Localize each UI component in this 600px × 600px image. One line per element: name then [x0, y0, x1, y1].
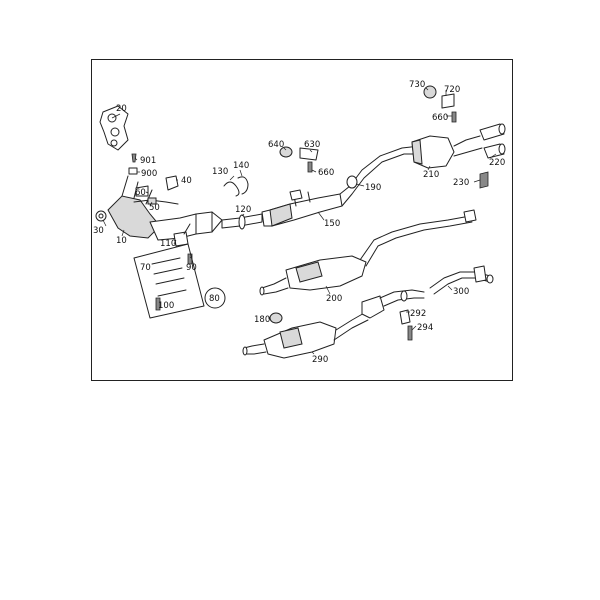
tailpipe-top [479, 123, 506, 141]
rear-section-200 [259, 209, 477, 296]
clamp-292 [399, 309, 411, 325]
clamp-60 [135, 185, 149, 197]
washer-30 [95, 210, 107, 222]
callout-901: 901 [140, 156, 156, 166]
hanger-130 [223, 181, 240, 197]
callout-90: 90 [186, 263, 197, 273]
callout-640: 640 [268, 140, 284, 150]
tailpipe-220 [483, 143, 506, 159]
callout-20: 20 [116, 104, 127, 114]
parts-kit-box [133, 243, 205, 319]
callout-50: 50 [149, 203, 160, 213]
oxygen-sensor-50 [133, 197, 179, 205]
bolt-660-b [451, 111, 457, 123]
callout-150: 150 [324, 219, 340, 229]
leader-lines [102, 87, 497, 355]
rear-muffler-210 [411, 135, 483, 169]
callout-70: 70 [140, 263, 151, 273]
bolt-660-a [307, 161, 313, 173]
callout-630: 630 [304, 140, 320, 150]
callout-900: 900 [141, 169, 157, 179]
callout-100: 100 [158, 301, 174, 311]
callout-210: 210 [423, 170, 439, 180]
callout-60: 60 [135, 188, 146, 198]
bracket-630 [299, 147, 319, 161]
callout-labels: 20 901 900 40 60 50 30 10 110 70 90 100 … [93, 80, 505, 365]
callout-292: 292 [410, 309, 426, 319]
callout-130: 130 [212, 167, 228, 177]
nut-900 [128, 167, 138, 175]
rear-section-290 [242, 289, 425, 359]
callout-80: 80 [209, 294, 220, 304]
callout-180: 180 [254, 315, 270, 325]
exhaust-manifold [107, 175, 263, 241]
intermediate-pipe-190 [339, 145, 421, 207]
rubber-mount-640 [279, 146, 293, 158]
bracket-720 [441, 93, 455, 109]
callout-40: 40 [181, 176, 192, 186]
callout-230: 230 [453, 178, 469, 188]
callout-290: 290 [312, 355, 328, 365]
callout-294: 294 [417, 323, 433, 333]
bolt-294 [407, 325, 413, 341]
callout-circle-80 [204, 287, 226, 309]
callout-720: 720 [444, 85, 460, 95]
hanger-140 [237, 176, 249, 195]
callout-200: 200 [326, 294, 342, 304]
callout-110: 110 [160, 239, 176, 249]
callout-660-mid: 660 [318, 168, 334, 178]
callout-120: 120 [235, 205, 251, 215]
callout-190: 190 [365, 183, 381, 193]
clamp-230 [479, 171, 489, 189]
callout-30: 30 [93, 226, 104, 236]
callout-140: 140 [233, 161, 249, 171]
callout-220: 220 [489, 158, 505, 168]
tail-pipe-300 [429, 265, 494, 295]
stud-bolt-901 [131, 153, 137, 163]
manifold-gasket [99, 105, 129, 151]
callout-10: 10 [116, 236, 127, 246]
front-muffler-150 [261, 189, 343, 227]
seal-ring-120 [238, 214, 246, 230]
callout-730: 730 [409, 80, 425, 90]
bracket-40 [165, 175, 179, 191]
mount-730 [423, 85, 437, 99]
mount-180 [269, 312, 283, 324]
callout-660-top: 660 [432, 113, 448, 123]
callout-300: 300 [453, 287, 469, 297]
